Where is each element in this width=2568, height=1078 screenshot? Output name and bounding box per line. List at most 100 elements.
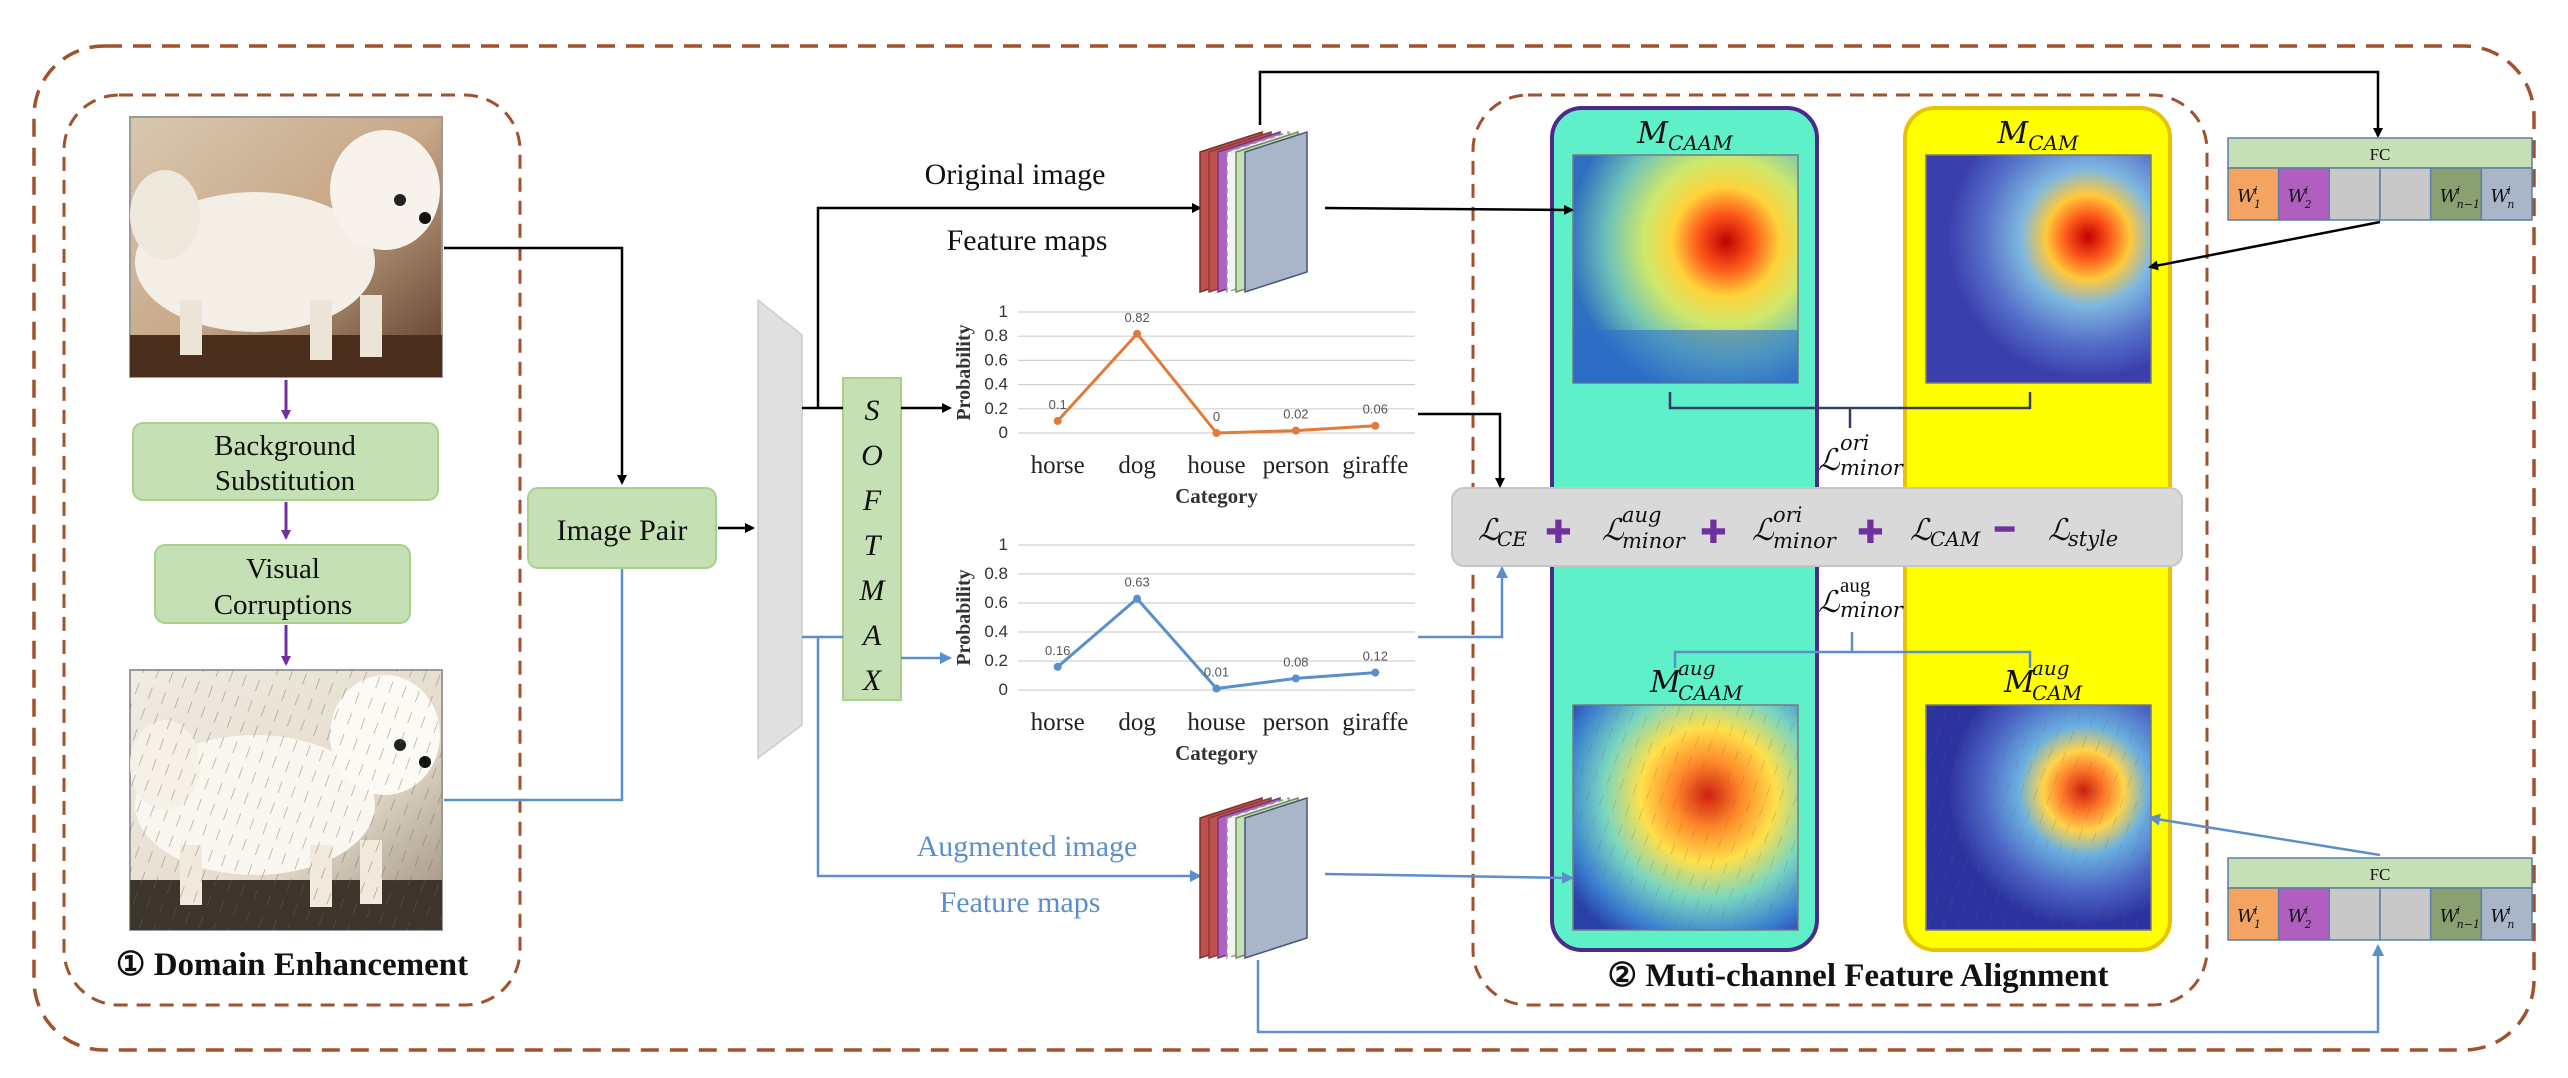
- y-tick-label: 0: [999, 423, 1008, 442]
- y-tick-label: 0.6: [984, 350, 1008, 369]
- loss-minor-ori: ℒ ori minor: [1752, 503, 1838, 553]
- fc-weight-cell: [2227, 167, 2280, 221]
- y-tick-label: 0.4: [984, 375, 1008, 394]
- arrow-augmented-to-pair: [444, 543, 628, 802]
- fc-weight-cell: [2227, 887, 2280, 941]
- svg-text:ℒ: ℒ: [1818, 443, 1841, 478]
- softmax-letter: M: [859, 574, 887, 607]
- y-tick-label: 0.6: [984, 593, 1008, 612]
- background-substitution-label-2: Substitution: [215, 465, 356, 497]
- fc-weight-sup: i: [2305, 904, 2309, 917]
- visual-corruptions-box: Visual Corruptions: [154, 544, 411, 624]
- fc-weight-sub: n: [2507, 198, 2514, 211]
- x-tick-label: dog: [1118, 709, 1156, 736]
- x-tick-label: horse: [1031, 452, 1085, 479]
- svg-text:M: M: [2003, 665, 2036, 700]
- fc-weight-sub: n−1: [2457, 198, 2480, 211]
- softmax-letter: T: [864, 529, 883, 562]
- x-tick-label: giraffe: [1342, 709, 1408, 736]
- l-minor-ori-label: ℒ ori minor: [1818, 431, 1905, 480]
- svg-text:ori: ori: [1773, 503, 1802, 527]
- visual-corruptions-label-2: Corruptions: [214, 589, 353, 621]
- caam-heatmap-original: [1572, 154, 1799, 384]
- svg-text:ℒ: ℒ: [1910, 513, 1933, 548]
- data-label: 0.1: [1049, 397, 1067, 412]
- fc-weight-label: W: [2440, 906, 2460, 927]
- feature-alignment-label: ② Muti-channel Feature Alignment: [1607, 958, 2108, 994]
- data-label: 0.12: [1363, 649, 1388, 664]
- fc-weight-sup: i: [2254, 184, 2258, 197]
- augmented-feature-maps-stack: [1199, 796, 1308, 960]
- fc-weight-sup: i: [2457, 184, 2461, 197]
- augmented-image-label: Augmented image: [917, 830, 1138, 863]
- data-label: 0.02: [1283, 407, 1308, 422]
- loss-minor-aug: ℒ aug minor: [1602, 503, 1687, 553]
- y-tick-label: 1: [999, 535, 1008, 554]
- feature-alignment-frame: [1471, 93, 2209, 1007]
- encoder-block: [757, 298, 803, 760]
- loss-style: ℒ style: [2048, 513, 2118, 551]
- data-point: [1212, 429, 1221, 437]
- softmax-letter: X: [862, 664, 883, 697]
- svg-text:aug: aug: [1622, 503, 1662, 527]
- augmented-feature-maps-label: Feature maps: [940, 886, 1101, 919]
- softmax-letter: O: [861, 439, 883, 472]
- svg-text:minor: minor: [1773, 529, 1838, 553]
- svg-text:M: M: [1649, 665, 1682, 700]
- fc-weight-sub: 1: [2254, 198, 2261, 211]
- fc-weight-cell: [2379, 887, 2432, 941]
- data-point: [1133, 594, 1142, 603]
- data-point: [1371, 668, 1380, 677]
- data-point: [1053, 662, 1062, 671]
- fc-weight-cell: [2429, 167, 2483, 221]
- y-tick-label: 0.4: [984, 622, 1008, 641]
- y-tick-label: 0.2: [984, 399, 1008, 418]
- svg-text:ℒ: ℒ: [1818, 585, 1841, 620]
- data-label: 0.63: [1124, 575, 1149, 590]
- fc-weight-sub: 1: [2254, 918, 2261, 931]
- svg-text:minor: minor: [1840, 456, 1905, 480]
- data-label: 0.08: [1283, 654, 1308, 669]
- feature-map-layer: [1244, 796, 1308, 960]
- svg-text:ℒ: ℒ: [2048, 513, 2071, 548]
- arrow-fmap-bottom-to-fc: [1256, 944, 2384, 1034]
- m-caam-title: MCAAM: [1636, 116, 1733, 155]
- fc-header: [2227, 857, 2533, 889]
- svg-text:CAAM: CAAM: [1678, 681, 1743, 705]
- x-tick-label: dog: [1118, 452, 1156, 479]
- fc-weight-cell: [2480, 887, 2533, 941]
- original-feature-maps-stack: [1199, 130, 1308, 294]
- data-point: [1291, 674, 1300, 683]
- svg-text:aug: aug: [1840, 573, 1871, 597]
- fc-weight-cell: [2480, 167, 2533, 221]
- background-substitution-box: Background Substitution: [132, 422, 439, 501]
- augmented-dog-image: [129, 669, 443, 931]
- loss-bar: ℒ CE ✚ ℒ aug minor ✚ ℒ ori minor ✚ ℒ CAM…: [1451, 487, 2183, 567]
- fc-weight-sup: i: [2254, 904, 2258, 917]
- data-point: [1371, 421, 1380, 430]
- svg-text:ori: ori: [1840, 431, 1869, 455]
- y-axis-title: Probability: [953, 324, 975, 420]
- svg-text:CAM: CAM: [2032, 681, 2083, 705]
- data-label: 0: [1213, 409, 1220, 424]
- loss-cam: ℒ CAM: [1910, 513, 1981, 551]
- data-point: [1053, 416, 1062, 425]
- fc-weight-label: W: [2490, 186, 2510, 207]
- fc-weight-label: W: [2288, 186, 2308, 207]
- arrow-fmap-top-to-caam: [1324, 204, 1574, 215]
- x-tick-label: house: [1187, 452, 1245, 479]
- fc-weight-sup: i: [2507, 184, 2511, 197]
- cam-heatmap-augmented: [1925, 704, 2152, 931]
- y-tick-label: 1: [999, 302, 1008, 321]
- fc-label: FC: [2370, 865, 2391, 884]
- fc-weight-sup: i: [2457, 904, 2461, 917]
- softmax-letter: F: [862, 484, 882, 517]
- arrow-to-augmented-feature-maps: [816, 637, 1202, 882]
- svg-text:aug: aug: [1678, 656, 1716, 680]
- fc-weight-sub: 2: [2304, 918, 2312, 931]
- fc-weight-cell: [2328, 167, 2381, 221]
- data-label: 0.82: [1124, 310, 1149, 325]
